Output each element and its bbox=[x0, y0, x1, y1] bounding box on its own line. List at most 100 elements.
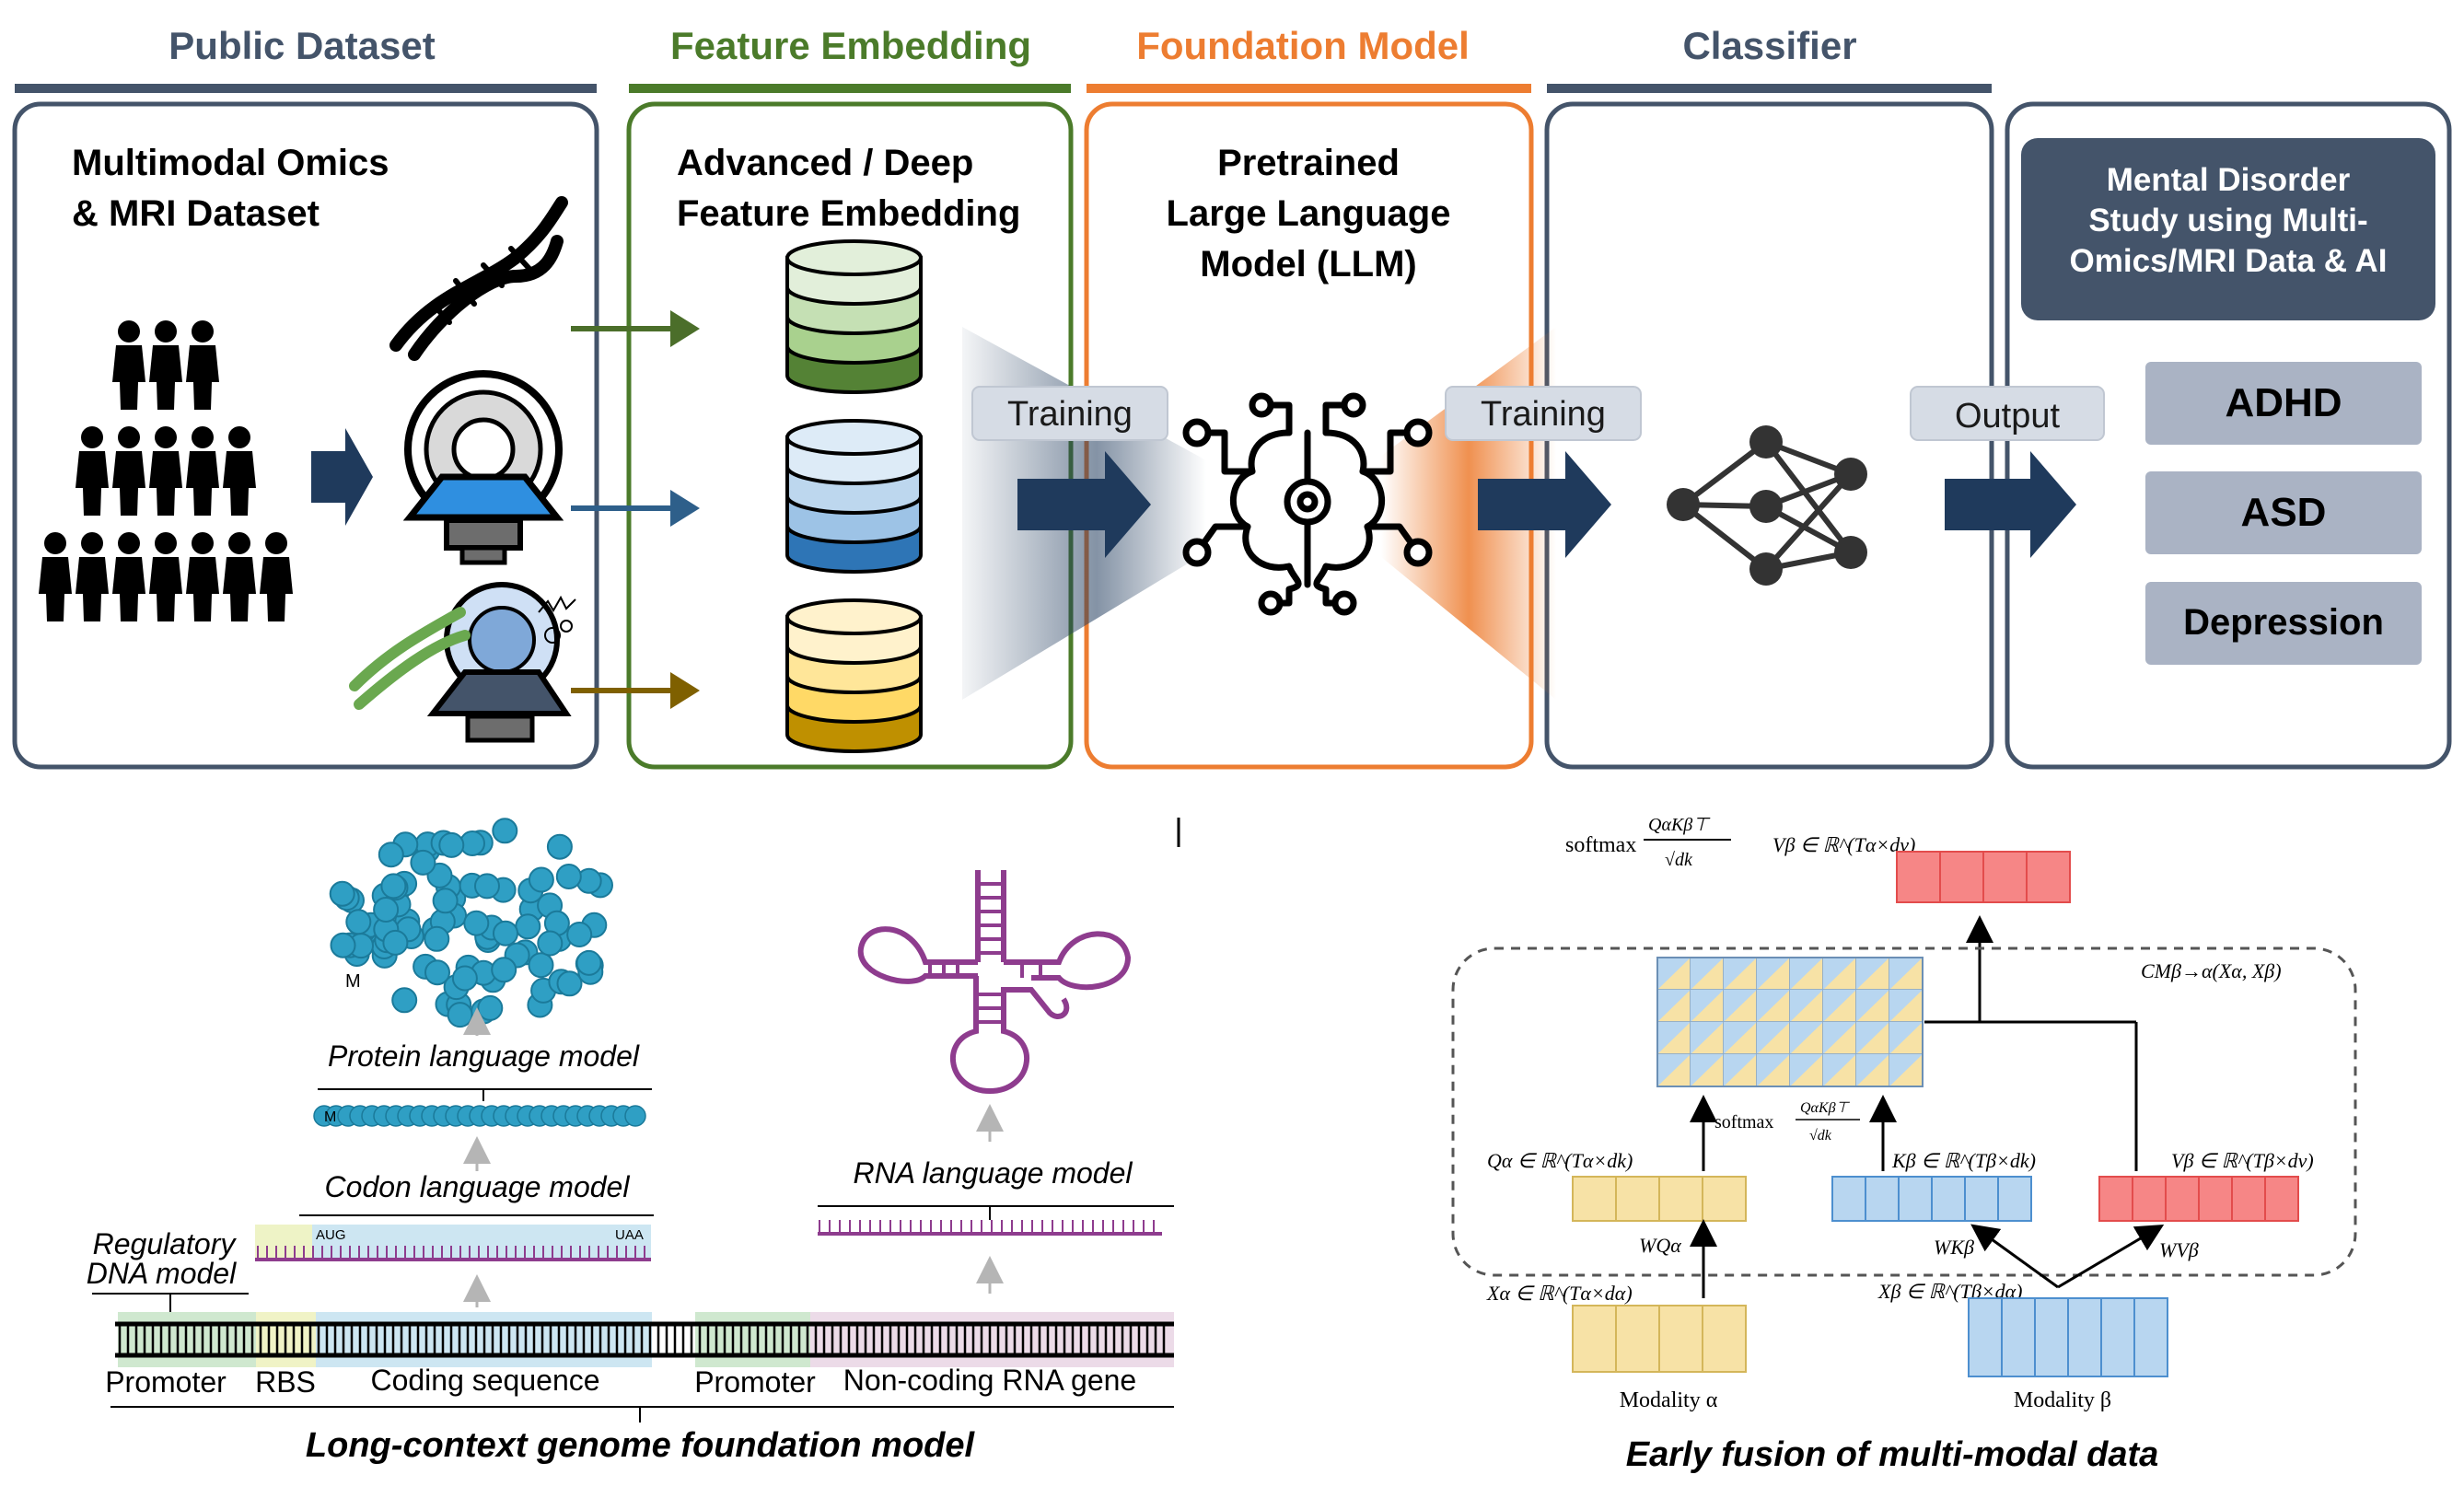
protein-model-label: Protein language model bbox=[328, 1039, 640, 1073]
output-label-box bbox=[1910, 386, 2105, 441]
xa-label: Xα ∈ ℝ^(Tα×dα) bbox=[1486, 1282, 1633, 1305]
xb-cell bbox=[2001, 1297, 2036, 1377]
multimodal-omics-mri-icon bbox=[349, 582, 576, 743]
attention-cell-triangle bbox=[1823, 1022, 1856, 1054]
regulatory-line1: Regulatory bbox=[93, 1227, 238, 1260]
wq-label: WQα bbox=[1639, 1234, 1681, 1257]
xa-cell bbox=[1572, 1305, 1617, 1373]
mid-softmax-den-text: √dk bbox=[1809, 1128, 1832, 1144]
person-icon bbox=[223, 532, 256, 621]
dataset-arrow-icon bbox=[311, 428, 373, 526]
attention-cell-triangle bbox=[1691, 1054, 1724, 1086]
protein-bead bbox=[380, 873, 407, 900]
fusion-output-num: QαKβ⊤ bbox=[1648, 815, 1711, 835]
embedding-databases bbox=[785, 239, 923, 753]
protein-chain-icon bbox=[313, 1105, 646, 1127]
output-arrow-icon bbox=[1945, 451, 2076, 558]
attention-matrix bbox=[1656, 957, 1924, 1087]
fusion-arrow-xb-v bbox=[2057, 1224, 2165, 1289]
embedding-title-line1: Advanced / Deep bbox=[677, 143, 973, 183]
training-label-2: Training bbox=[1481, 395, 1606, 434]
training-label-1-box bbox=[971, 386, 1168, 441]
v-cell bbox=[2231, 1176, 2266, 1222]
attention-cell-triangle bbox=[1724, 958, 1757, 990]
q-label: Qα ∈ ℝ^(Tα×dk) bbox=[1487, 1149, 1633, 1172]
people-icon bbox=[39, 320, 293, 621]
k-cell bbox=[1865, 1176, 1900, 1222]
k-cell bbox=[1964, 1176, 1999, 1222]
fusion-output-softmax: softmax bbox=[1565, 833, 1636, 857]
person-icon bbox=[149, 320, 182, 410]
person-icon bbox=[39, 532, 72, 621]
attention-cell-triangle bbox=[1889, 990, 1923, 1022]
output-adhd: ADHD bbox=[2225, 380, 2342, 425]
k-cells bbox=[1831, 1176, 2032, 1222]
protein-bead bbox=[556, 970, 583, 997]
person-icon bbox=[149, 426, 182, 516]
attention-cell-triangle bbox=[1657, 990, 1691, 1022]
person-icon bbox=[186, 320, 219, 410]
training-label-1: Training bbox=[1007, 395, 1133, 434]
segment-promoter-2: Promoter bbox=[694, 1365, 816, 1399]
mrna-strand-icon bbox=[255, 1246, 651, 1261]
protein-bead bbox=[432, 888, 459, 914]
person-icon bbox=[149, 532, 182, 621]
protein-bead bbox=[555, 864, 582, 889]
k-cell bbox=[1831, 1176, 1866, 1222]
person-icon bbox=[76, 426, 109, 516]
q-cell bbox=[1572, 1176, 1617, 1222]
protein-marker: M bbox=[345, 971, 361, 992]
dataset-title-line1: Multimodal Omics bbox=[72, 143, 389, 183]
segment-rbs: RBS bbox=[255, 1365, 316, 1399]
xb-cell bbox=[2034, 1297, 2069, 1377]
dataset-title-line2: & MRI Dataset bbox=[72, 193, 320, 234]
attention-cell-triangle bbox=[1856, 1022, 1889, 1054]
llm-title-line3: Model (LLM) bbox=[1200, 244, 1417, 285]
protein-bead bbox=[329, 880, 355, 907]
mrna-rbs-region bbox=[255, 1225, 312, 1261]
attention-cell-triangle bbox=[1757, 958, 1790, 990]
xb-cells bbox=[1968, 1297, 2168, 1377]
xb-cell bbox=[2067, 1297, 2102, 1377]
q-cell bbox=[1658, 1176, 1703, 1222]
rna-strand-icon bbox=[818, 1220, 1162, 1236]
dna-double-strand-icon bbox=[115, 1321, 1174, 1358]
wv-label: WVβ bbox=[2159, 1238, 2199, 1261]
protein-bead bbox=[410, 849, 436, 876]
xb-cell bbox=[2100, 1297, 2135, 1377]
arrow-blue bbox=[571, 490, 700, 527]
training-label-2-box bbox=[1445, 386, 1642, 441]
attention-cell-triangle bbox=[1889, 1022, 1923, 1054]
xa-cell bbox=[1702, 1305, 1747, 1373]
protein-bead bbox=[493, 920, 518, 946]
person-icon bbox=[112, 320, 145, 410]
database-icon bbox=[785, 598, 923, 753]
xb-cell bbox=[2133, 1297, 2168, 1377]
k-cell bbox=[1931, 1176, 1966, 1222]
protein-bead bbox=[391, 987, 418, 1014]
fusion-output-tail: Vβ ∈ ℝ^(Tα×dv) bbox=[1772, 833, 1915, 856]
dna-icon bbox=[389, 196, 568, 361]
protein-bead bbox=[528, 952, 554, 979]
header-foundation-model: Foundation Model bbox=[1136, 24, 1470, 67]
dna-promoter-region-2 bbox=[695, 1312, 810, 1367]
person-icon bbox=[112, 426, 145, 516]
header-bar-classifier bbox=[1547, 84, 1992, 93]
protein-bead bbox=[424, 959, 450, 986]
start-codon: AUG bbox=[316, 1227, 346, 1243]
segment-coding-sequence: Coding sequence bbox=[370, 1364, 599, 1397]
protein-bead bbox=[447, 1002, 473, 1028]
output-asd: ASD bbox=[2241, 490, 2327, 535]
person-icon bbox=[223, 426, 256, 516]
attention-cell-triangle bbox=[1856, 990, 1889, 1022]
output-cell bbox=[1896, 851, 1941, 903]
llm-title-line1: Pretrained bbox=[1217, 143, 1400, 183]
protein-bead bbox=[474, 873, 500, 900]
protein-bead bbox=[382, 929, 409, 956]
codon-model-label: Codon language model bbox=[325, 1170, 631, 1203]
genome-caption: Long-context genome foundation model bbox=[306, 1426, 976, 1465]
protein-bead bbox=[491, 957, 517, 983]
protein-bead bbox=[373, 897, 400, 923]
person-icon bbox=[112, 532, 145, 621]
